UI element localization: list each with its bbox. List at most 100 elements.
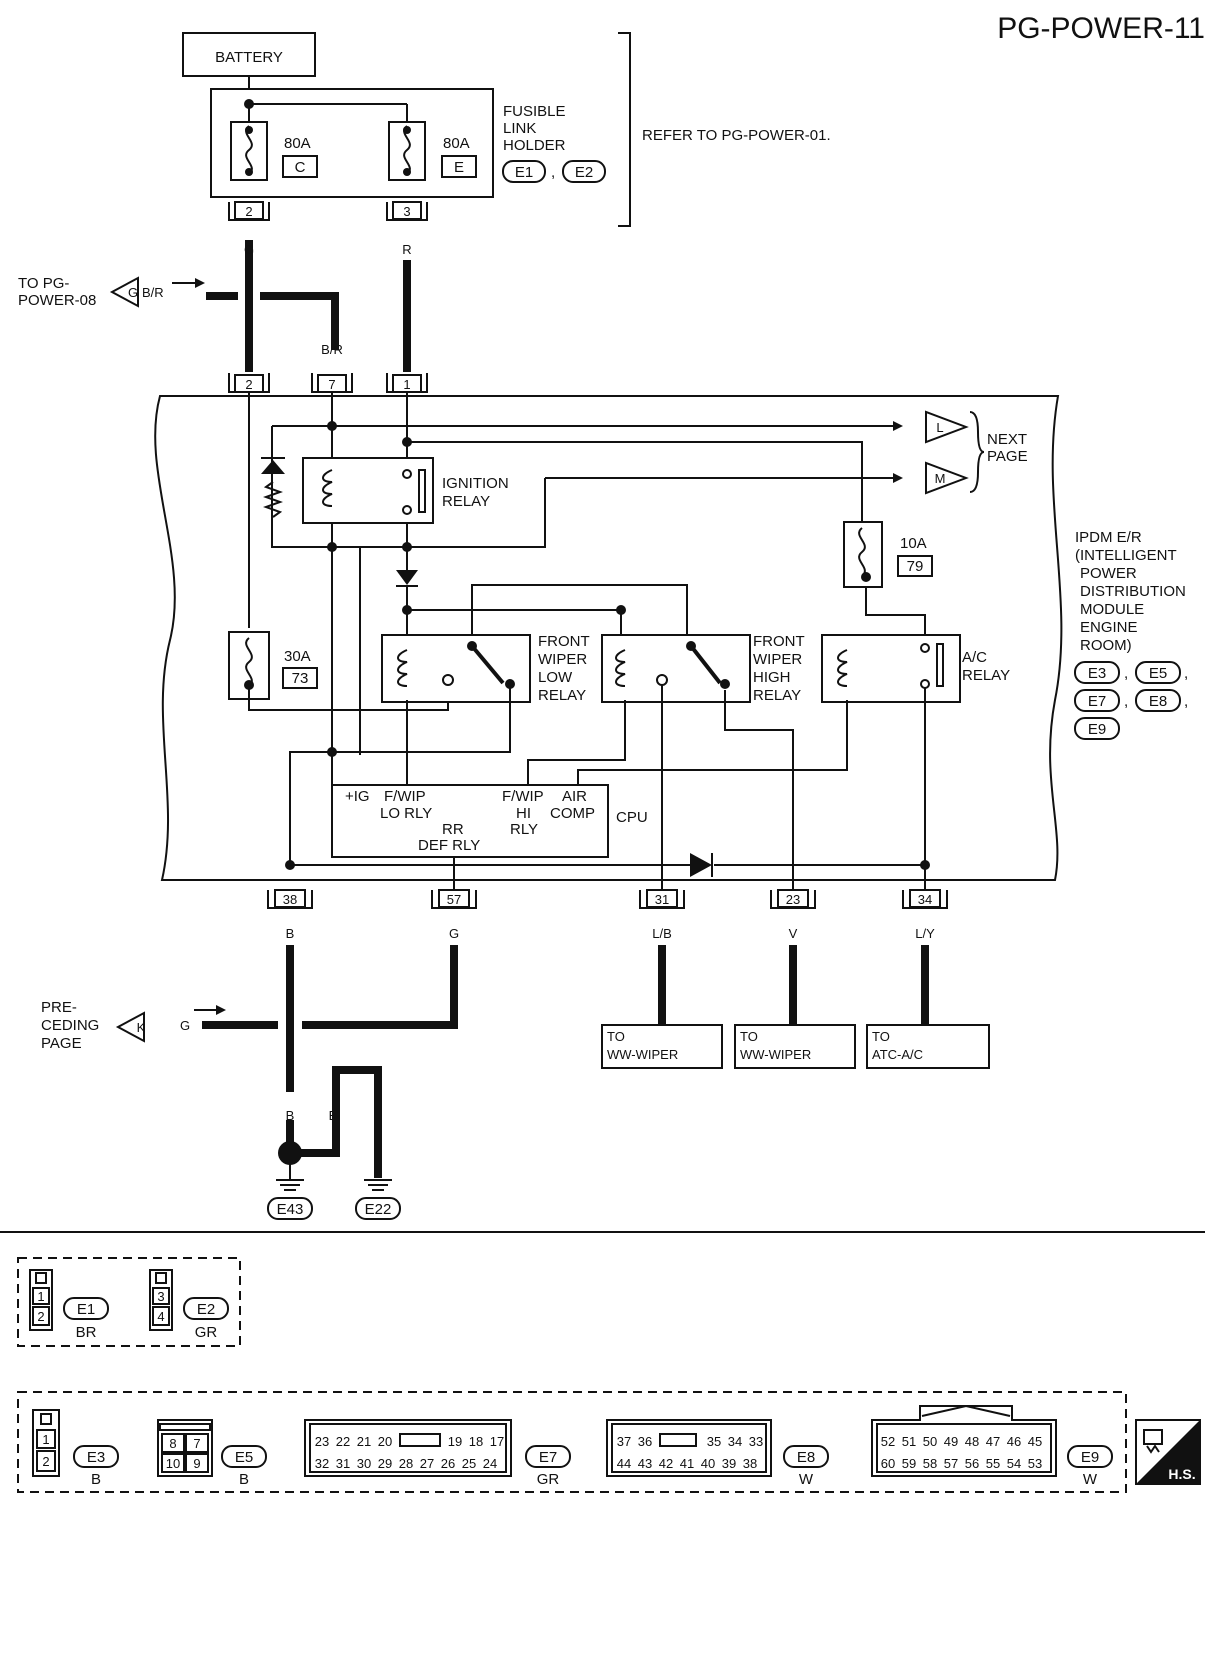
svg-text:DISTRIBUTION: DISTRIBUTION bbox=[1080, 583, 1186, 600]
svg-text:30A: 30A bbox=[284, 648, 311, 665]
svg-text:B: B bbox=[286, 1108, 295, 1123]
svg-text:RELAY: RELAY bbox=[962, 667, 1010, 684]
svg-text:24: 24 bbox=[483, 1456, 497, 1471]
conn-e2-ref: E2 bbox=[575, 164, 593, 181]
svg-text:B: B bbox=[239, 1471, 249, 1488]
svg-text:34: 34 bbox=[728, 1434, 742, 1449]
fusible-label-1: FUSIBLE bbox=[503, 103, 566, 120]
svg-text:DEF RLY: DEF RLY bbox=[418, 837, 480, 854]
dest-ww-wiper-1: TO WW-WIPER bbox=[601, 1024, 723, 1069]
relay-coil-icon bbox=[397, 649, 408, 687]
svg-text:2: 2 bbox=[42, 1454, 49, 1469]
svg-text:E1: E1 bbox=[77, 1301, 95, 1318]
ipdm-label: IPDM E/R (INTELLIGENT POWER DISTRIBUTION… bbox=[1074, 529, 1188, 740]
svg-text:POWER: POWER bbox=[1080, 565, 1137, 582]
svg-text:TO: TO bbox=[740, 1029, 758, 1044]
svg-text:10: 10 bbox=[166, 1456, 180, 1471]
svg-text:31: 31 bbox=[336, 1456, 350, 1471]
svg-text:W: W bbox=[1083, 1471, 1098, 1488]
svg-text:(INTELLIGENT: (INTELLIGENT bbox=[1075, 547, 1177, 564]
svg-text:42: 42 bbox=[659, 1456, 673, 1471]
svg-text:L/B: L/B bbox=[652, 926, 672, 941]
svg-text:49: 49 bbox=[944, 1434, 958, 1449]
dest-atc-ac: TO ATC-A/C bbox=[866, 1024, 990, 1069]
svg-text:E5: E5 bbox=[1149, 665, 1167, 682]
svg-text:36: 36 bbox=[638, 1434, 652, 1449]
svg-text:E2: E2 bbox=[197, 1301, 215, 1318]
svg-text:7: 7 bbox=[193, 1436, 200, 1451]
svg-text:18: 18 bbox=[469, 1434, 483, 1449]
svg-text:WIPER: WIPER bbox=[753, 651, 802, 668]
next-page: L M NEXT PAGE bbox=[925, 410, 1028, 495]
svg-text:53: 53 bbox=[1028, 1456, 1042, 1471]
svg-text:G: G bbox=[180, 1018, 190, 1033]
svg-text:52: 52 bbox=[881, 1434, 895, 1449]
svg-text:L/Y: L/Y bbox=[915, 926, 935, 941]
svg-text:23: 23 bbox=[786, 892, 800, 907]
fuse-e-id: E bbox=[454, 159, 464, 176]
svg-text:1: 1 bbox=[42, 1432, 49, 1447]
svg-text:E8: E8 bbox=[797, 1449, 815, 1466]
svg-text:23: 23 bbox=[315, 1434, 329, 1449]
fuse-e-amp: 80A bbox=[443, 135, 470, 152]
svg-text:G: G bbox=[244, 242, 254, 257]
svg-text:,: , bbox=[1124, 665, 1128, 682]
svg-text:58: 58 bbox=[923, 1456, 937, 1471]
svg-text:41: 41 bbox=[680, 1456, 694, 1471]
svg-text:45: 45 bbox=[1028, 1434, 1042, 1449]
svg-text:55: 55 bbox=[986, 1456, 1000, 1471]
svg-text:26: 26 bbox=[441, 1456, 455, 1471]
svg-text:W: W bbox=[799, 1471, 814, 1488]
svg-text:32: 32 bbox=[315, 1456, 329, 1471]
svg-text:HI: HI bbox=[516, 805, 531, 822]
svg-text:WIPER: WIPER bbox=[538, 651, 587, 668]
svg-text:1: 1 bbox=[37, 1289, 44, 1304]
svg-text:46: 46 bbox=[1007, 1434, 1021, 1449]
svg-text:,: , bbox=[1124, 693, 1128, 710]
wire-br bbox=[206, 292, 339, 350]
svg-text:RLY: RLY bbox=[510, 821, 538, 838]
svg-text:POWER-08: POWER-08 bbox=[18, 292, 96, 309]
svg-text:K: K bbox=[137, 1020, 146, 1035]
fuse-10a: 10A 79 bbox=[843, 521, 933, 640]
svg-text:3: 3 bbox=[403, 204, 410, 219]
svg-text:39: 39 bbox=[722, 1456, 736, 1471]
svg-text:E8: E8 bbox=[1149, 693, 1167, 710]
svg-text:17: 17 bbox=[490, 1434, 504, 1449]
svg-text:9: 9 bbox=[193, 1456, 200, 1471]
svg-text:M: M bbox=[935, 471, 946, 486]
svg-text:R: R bbox=[402, 242, 411, 257]
svg-text:WW-WIPER: WW-WIPER bbox=[740, 1047, 811, 1062]
svg-text:,: , bbox=[1184, 665, 1188, 682]
svg-text:E7: E7 bbox=[1088, 693, 1106, 710]
svg-text:G: G bbox=[128, 285, 138, 300]
svg-text:,: , bbox=[1184, 693, 1188, 710]
svg-text:HIGH: HIGH bbox=[753, 669, 791, 686]
svg-text:L: L bbox=[936, 420, 943, 435]
svg-text:PRE-: PRE- bbox=[41, 999, 77, 1016]
svg-text:RR: RR bbox=[442, 821, 464, 838]
svg-text:WW-WIPER: WW-WIPER bbox=[607, 1047, 678, 1062]
svg-text:2: 2 bbox=[245, 204, 252, 219]
svg-text:B: B bbox=[91, 1471, 101, 1488]
fusible-link-holder: 80A C 80A E FUSIBLE LINK HOLDER E1 , E2 … bbox=[210, 32, 831, 227]
svg-text:21: 21 bbox=[357, 1434, 371, 1449]
svg-text:TO: TO bbox=[607, 1029, 625, 1044]
svg-text:25: 25 bbox=[462, 1456, 476, 1471]
svg-text:38: 38 bbox=[283, 892, 297, 907]
svg-text:F/WIP: F/WIP bbox=[502, 788, 544, 805]
svg-text:29: 29 bbox=[378, 1456, 392, 1471]
svg-text:60: 60 bbox=[881, 1456, 895, 1471]
svg-text:NEXT: NEXT bbox=[987, 431, 1027, 448]
relay-coil-icon bbox=[837, 649, 848, 687]
svg-text:PAGE: PAGE bbox=[987, 448, 1028, 465]
svg-text:37: 37 bbox=[617, 1434, 631, 1449]
front-wiper-high-relay: FRONT WIPER HIGH RELAY bbox=[527, 633, 805, 890]
svg-text:MODULE: MODULE bbox=[1080, 601, 1144, 618]
fuse-30a-icon bbox=[245, 637, 253, 687]
svg-text:COMP: COMP bbox=[550, 805, 595, 822]
ipdm-top-pins: 2 7 1 bbox=[228, 373, 428, 393]
svg-text:8: 8 bbox=[169, 1436, 176, 1451]
svg-text:LO RLY: LO RLY bbox=[380, 805, 432, 822]
to-pg-power-08: G TO PG- POWER-08 bbox=[18, 275, 139, 309]
